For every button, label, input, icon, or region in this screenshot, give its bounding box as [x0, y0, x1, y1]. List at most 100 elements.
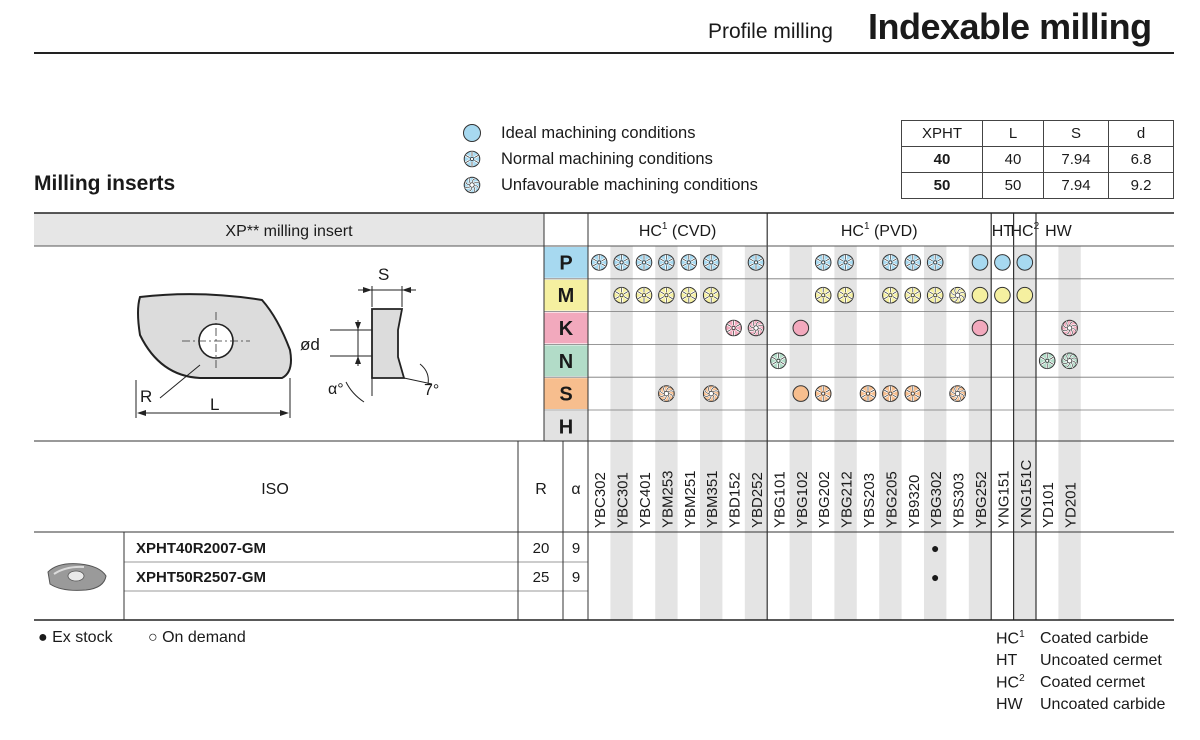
normal-symbol-center — [1045, 358, 1050, 363]
normal-symbol-spoke-line — [659, 258, 665, 262]
normal-symbol-spoke-line — [735, 323, 741, 327]
unfav-symbol-swirl-line — [710, 386, 715, 392]
unfav-symbol-swirl-line — [1066, 353, 1069, 360]
dim-cell: 7.94 — [1043, 172, 1109, 199]
column-stripe — [924, 246, 947, 620]
unfav-symbol — [949, 286, 966, 304]
normal-symbol-spoke-line — [892, 258, 897, 262]
unfav-symbol-swirl-line — [712, 394, 715, 401]
normal-symbol-spoke-line — [847, 291, 853, 295]
insert-header: XP** milling insert — [225, 223, 353, 240]
column-stripe — [834, 246, 857, 620]
unfav-symbol-swirl-line — [1070, 329, 1073, 336]
footnote-legend: HC1 Coated carbide HT Uncoated cermet HC… — [996, 628, 1165, 716]
grade-label: YD101 — [1040, 482, 1057, 528]
normal-symbol-center — [642, 293, 647, 298]
unfav-symbol-center — [663, 391, 669, 397]
unfav-symbol-swirl-line — [468, 177, 471, 184]
unfav-symbol — [1061, 352, 1078, 370]
unfav-symbol-swirl-line — [757, 324, 764, 327]
normal-symbol-spoke-line — [816, 389, 821, 393]
column-stripe — [789, 246, 812, 620]
unfav-symbol-swirl-line — [958, 292, 965, 294]
normal-symbol — [702, 254, 720, 271]
product-alpha: 9 — [572, 540, 580, 557]
normal-symbol — [463, 150, 481, 168]
normal-symbol-spoke-line — [839, 258, 844, 262]
normal-symbol-spoke-line — [682, 296, 687, 300]
normal-symbol-spoke-line — [906, 389, 911, 393]
ideal-symbol-circle — [792, 385, 810, 402]
normal-symbol-center — [754, 260, 759, 265]
unfav-symbol-swirl-line — [473, 181, 480, 184]
product-r: 20 — [533, 540, 550, 557]
normal-symbol-center — [709, 260, 714, 265]
insert-thumbnail — [47, 563, 107, 591]
dim-cell: 40 — [901, 146, 983, 173]
grade-label: YBG101 — [771, 471, 788, 528]
material-label-m: M — [558, 285, 575, 307]
group-header: HT — [992, 223, 1014, 240]
normal-symbol-spoke-line — [906, 296, 911, 300]
ideal-symbol — [792, 319, 810, 337]
normal-symbol-spoke-line — [839, 263, 844, 267]
r-header: R — [535, 481, 547, 498]
normal-symbol-spoke-line — [847, 258, 853, 262]
normal-symbol-spoke-line — [646, 296, 651, 300]
ideal-symbol-circle — [1016, 254, 1034, 271]
normal-symbol-center — [686, 293, 691, 298]
thickness-label: S — [378, 265, 389, 284]
material-cell-h — [544, 411, 588, 442]
alpha-header: α — [571, 481, 580, 498]
normal-symbol — [658, 286, 675, 304]
normal-symbol-spoke-line — [1040, 356, 1045, 360]
ideal-symbol-circle — [971, 254, 989, 271]
normal-symbol-spoke-line — [623, 291, 629, 295]
unfav-symbol — [949, 385, 966, 402]
unfav-symbol-swirl-line — [1062, 324, 1068, 329]
normal-symbol-spoke-line — [825, 389, 830, 393]
normal-symbol-spoke-line — [713, 296, 718, 300]
unfav-symbol-swirl-line — [950, 390, 956, 394]
normal-symbol — [837, 254, 854, 271]
normal-symbol — [926, 254, 944, 271]
unfav-symbol-swirl-line — [958, 390, 965, 393]
material-label-p: P — [559, 252, 572, 274]
unfav-symbol-swirl-line — [464, 186, 471, 189]
unfav-symbol-swirl-line — [659, 390, 665, 394]
grade-label: YNG151 — [995, 470, 1012, 528]
normal-symbol — [814, 286, 832, 304]
normal-symbol-spoke-line — [713, 263, 718, 267]
dim-header-d: d — [1108, 120, 1174, 147]
normal-symbol-spoke-line — [668, 296, 673, 300]
length-label: L — [210, 395, 219, 414]
unfav-symbol-swirl-line — [1071, 327, 1077, 332]
grade-label: YBC301 — [615, 472, 632, 528]
unfav-symbol-swirl-line — [957, 386, 962, 392]
normal-symbol-center — [888, 391, 893, 396]
normal-symbol-spoke-line — [637, 296, 642, 300]
grade-label: YBM251 — [682, 470, 699, 528]
unfav-symbol-swirl-line — [1070, 362, 1073, 368]
normal-symbol-spoke-line — [691, 291, 696, 295]
footnote-code: HT — [996, 652, 1018, 669]
normal-symbol-spoke-line — [847, 296, 853, 300]
normal-symbol-spoke-line — [771, 356, 777, 360]
normal-symbol-spoke-line — [915, 389, 920, 393]
unfav-symbol-swirl-line — [1062, 362, 1069, 364]
normal-symbol-center — [888, 260, 893, 265]
unfav-symbol-swirl-line — [959, 393, 965, 398]
ideal-symbol — [1016, 254, 1034, 271]
iso-header: ISO — [261, 481, 289, 498]
column-stripe — [968, 246, 992, 620]
normal-symbol-spoke-line — [713, 291, 718, 295]
alpha-arc — [345, 381, 365, 403]
normal-symbol-center — [910, 260, 915, 265]
legend-ideal: Ideal machining conditions — [462, 121, 695, 145]
legend-ideal-label: Ideal machining conditions — [501, 123, 696, 142]
normal-symbol-spoke-line — [825, 296, 830, 300]
footnote-text: Uncoated carbide — [1040, 696, 1166, 713]
dim-cell: 40 — [982, 146, 1044, 173]
normal-symbol-spoke-line — [915, 296, 920, 300]
